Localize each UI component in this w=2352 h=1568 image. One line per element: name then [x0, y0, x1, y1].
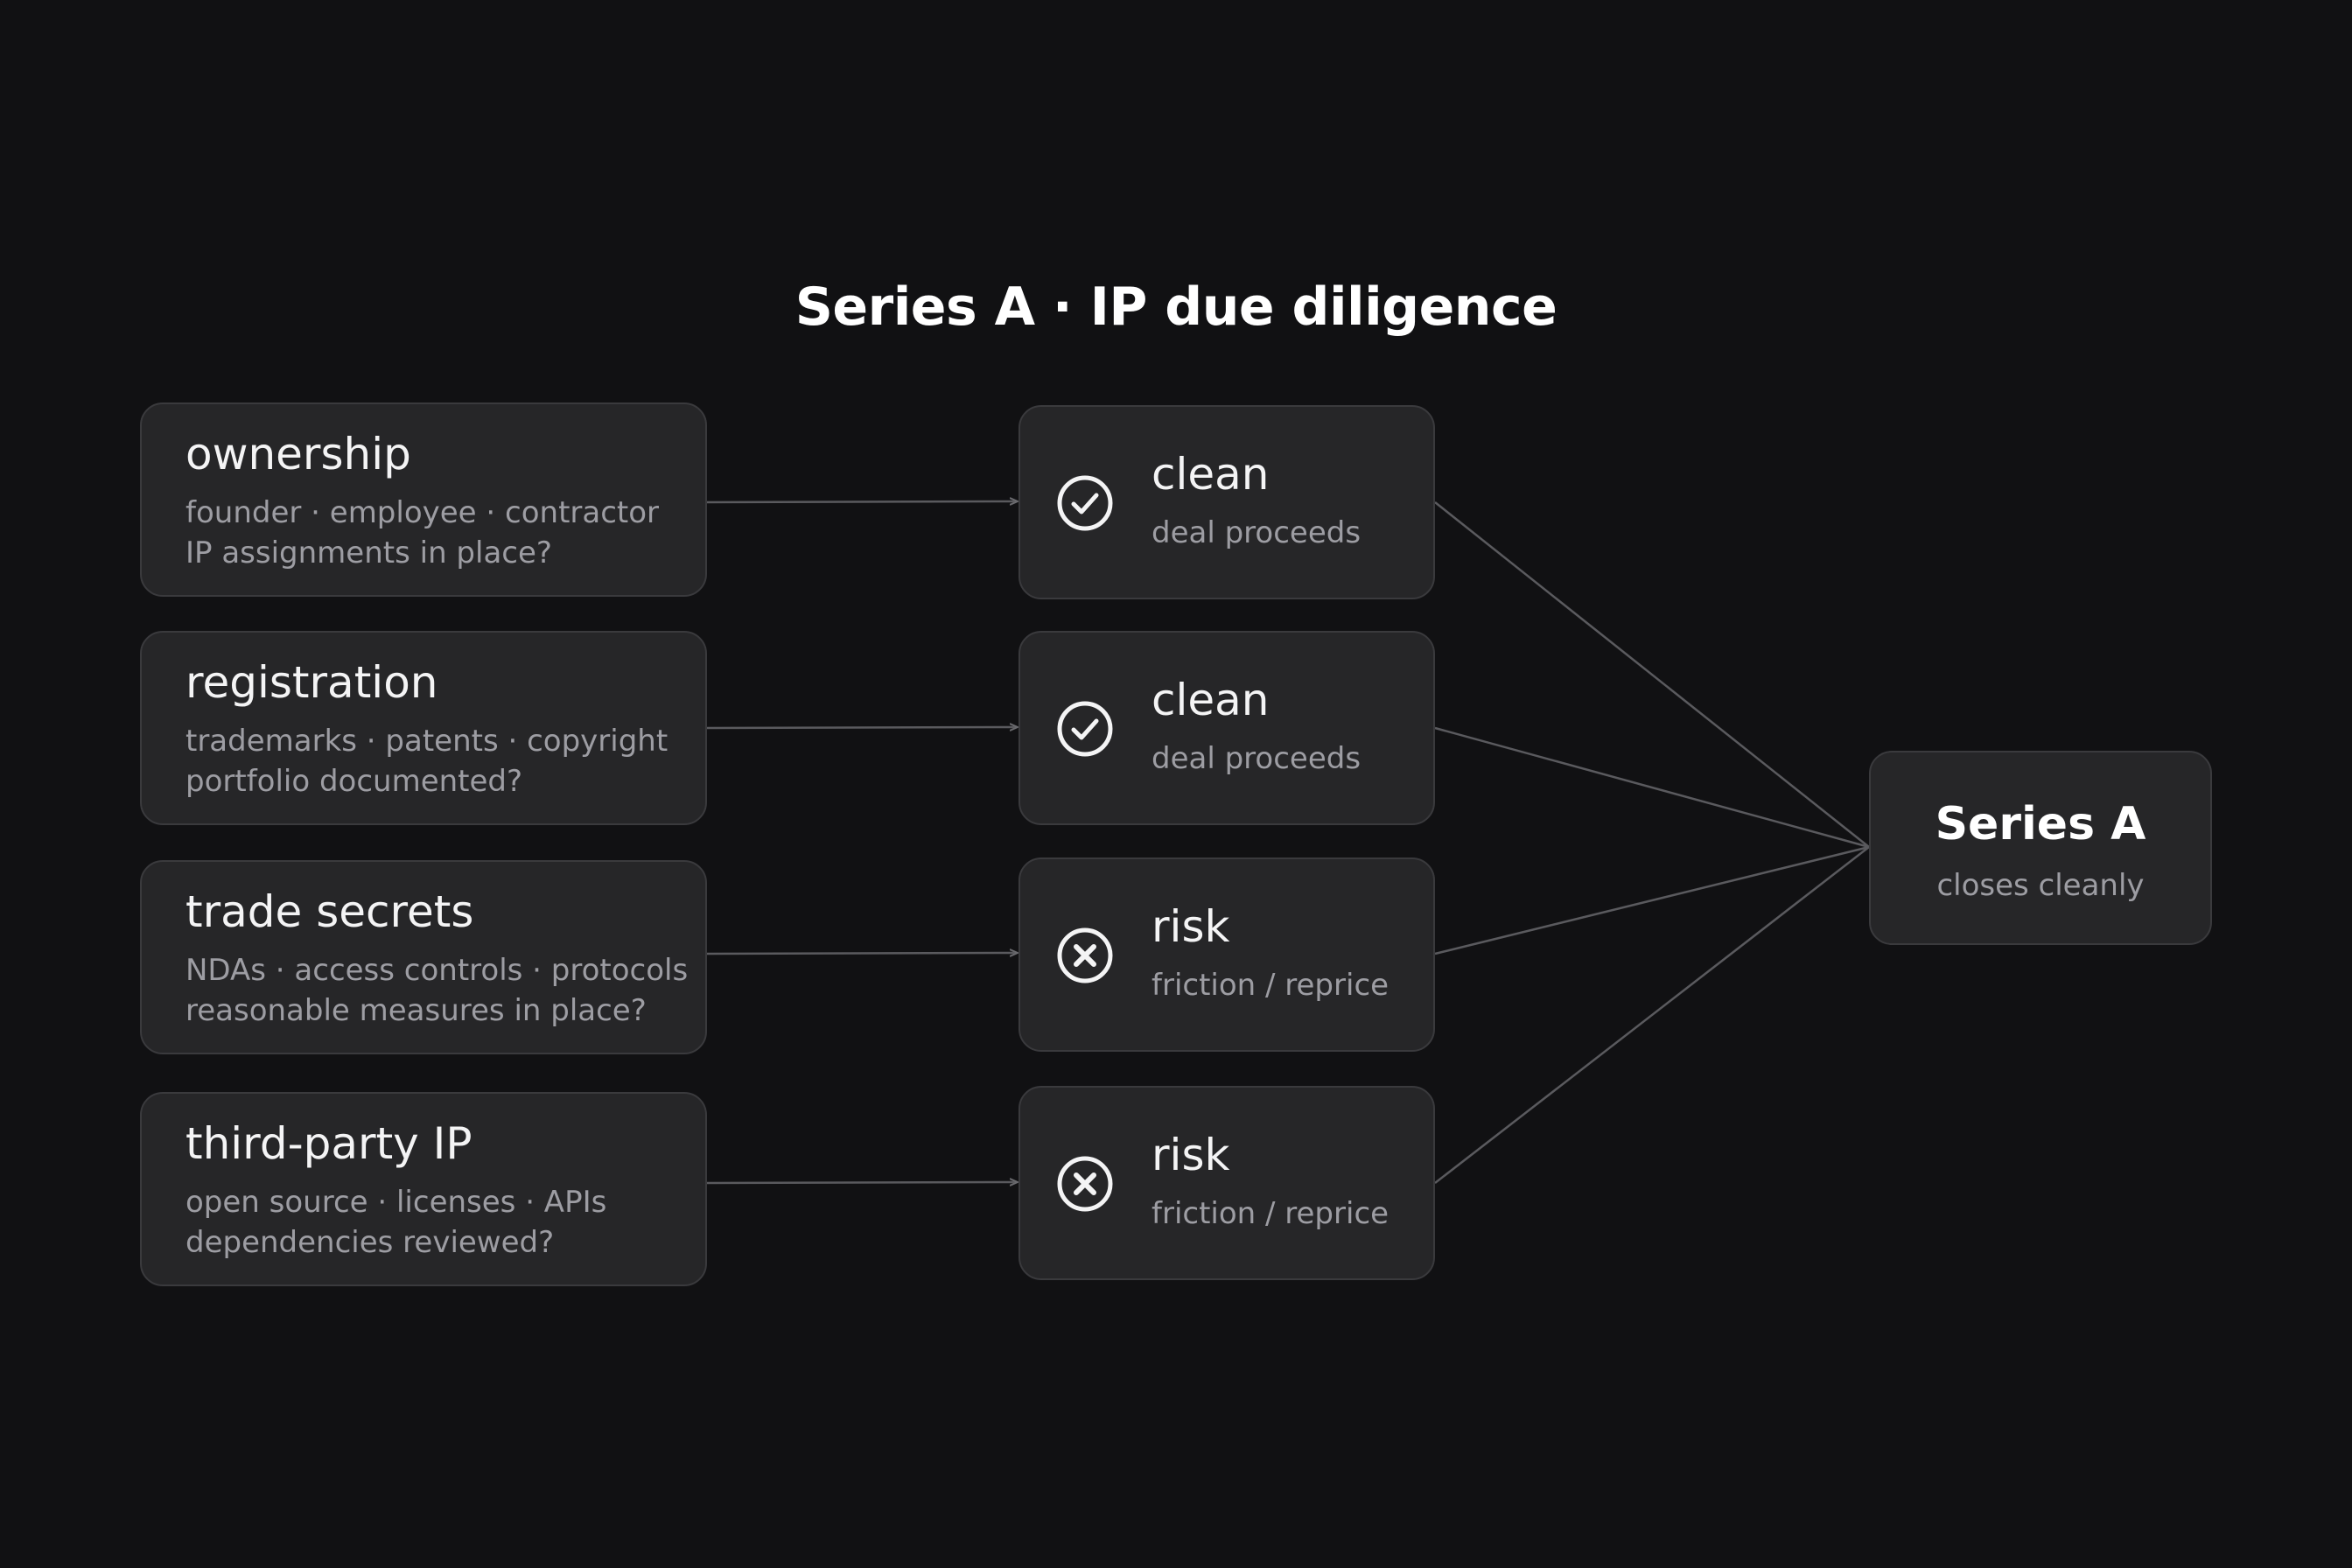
connector-third-party-to-outcome [706, 1182, 1017, 1183]
connector-registration-to-outcome [706, 727, 1017, 728]
outcome-box-clean-1: clean deal proceeds [1018, 405, 1435, 599]
check-detail: NDAs · access controls · protocols [186, 953, 689, 988]
connector-outcome-4-to-final [1434, 846, 1870, 1184]
check-question: IP assignments in place? [186, 536, 552, 570]
check-title: third-party IP [186, 1118, 472, 1169]
outcome-box-risk-1: risk friction / reprice [1018, 858, 1435, 1052]
connector-trade-secrets-to-outcome [706, 953, 1017, 954]
final-title: Series A [1935, 798, 2146, 850]
final-box-series-a: Series A closes cleanly [1869, 751, 2212, 945]
check-title: trade secrets [186, 886, 474, 937]
outcome-title: clean [1152, 449, 1270, 500]
check-circle-icon [1057, 701, 1113, 757]
outcome-subtitle: friction / reprice [1152, 968, 1390, 1003]
x-circle-icon [1057, 1156, 1113, 1212]
check-box-third-party-ip: third-party IP open source · licenses · … [140, 1092, 707, 1286]
check-question: reasonable measures in place? [186, 993, 647, 1028]
outcome-title: clean [1152, 675, 1270, 725]
outcome-title: risk [1152, 901, 1230, 952]
connector-outcome-2-to-final [1434, 726, 1870, 849]
check-detail: open source · licenses · APIs [186, 1185, 607, 1220]
check-box-registration: registration trademarks · patents · copy… [140, 631, 707, 825]
check-question: dependencies reviewed? [186, 1225, 555, 1260]
outcome-title: risk [1152, 1130, 1230, 1180]
final-subtitle: closes cleanly [1936, 868, 2145, 903]
diagram-title: Series A · IP due diligence [794, 276, 1558, 338]
connector-outcome-3-to-final [1434, 845, 1870, 956]
check-detail: founder · employee · contractor [186, 495, 660, 530]
check-box-ownership: ownership founder · employee · contracto… [140, 402, 707, 597]
x-circle-icon [1057, 928, 1113, 984]
check-title: registration [186, 657, 438, 708]
check-title: ownership [186, 429, 411, 480]
check-detail: trademarks · patents · copyright [186, 724, 668, 759]
connector-ownership-to-outcome [706, 501, 1017, 502]
outcome-box-clean-2: clean deal proceeds [1018, 631, 1435, 825]
outcome-subtitle: deal proceeds [1152, 515, 1362, 550]
outcome-subtitle: deal proceeds [1152, 741, 1362, 776]
outcome-box-risk-2: risk friction / reprice [1018, 1086, 1435, 1280]
check-box-trade-secrets: trade secrets NDAs · access controls · p… [140, 860, 707, 1054]
check-question: portfolio documented? [186, 764, 523, 799]
check-circle-icon [1057, 475, 1113, 531]
connector-outcome-1-to-final [1434, 501, 1870, 848]
outcome-subtitle: friction / reprice [1152, 1196, 1390, 1231]
